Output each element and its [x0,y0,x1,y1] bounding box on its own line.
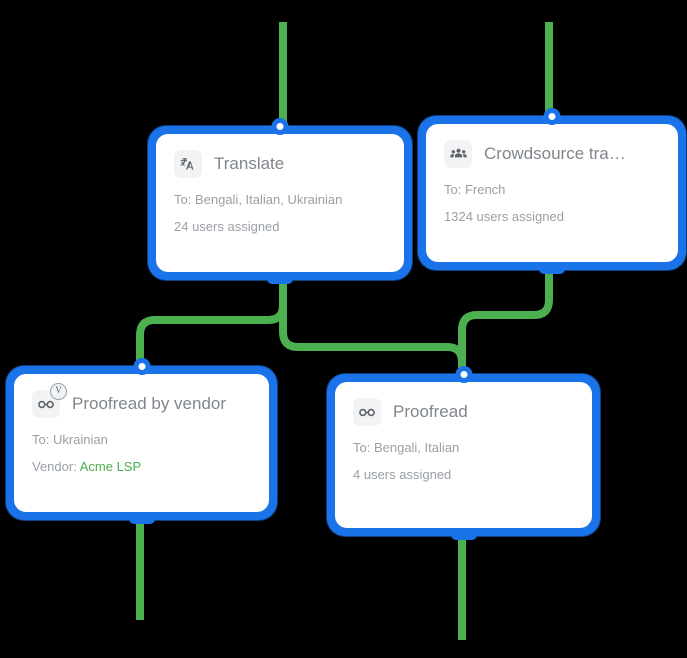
node-proofread-output-port[interactable] [450,530,477,540]
node-crowdsource[interactable]: Crowdsource tra… To: French 1324 users a… [418,108,686,274]
people-group-icon [444,140,472,168]
node-proofread-title: Proofread [393,402,468,421]
node-translate-body[interactable]: Translate To: Bengali, Italian, Ukrainia… [156,134,404,272]
glasses-vendor-icon: V [32,383,67,418]
edge-translate-to-proofread [279,276,466,380]
node-proofread-body[interactable]: Proofread To: Bengali, Italian 4 users a… [335,382,592,528]
node-translate-input-port[interactable] [271,118,289,135]
node-crowdsource-header: Crowdsource tra… [444,140,660,168]
node-translate-title: Translate [214,154,285,173]
node-crowdsource-output-port[interactable] [539,264,565,274]
node-crowdsource-input-port[interactable] [543,108,561,125]
vendor-badge: V [50,383,67,400]
node-proofread-by-vendor-input-port[interactable] [133,358,150,375]
node-proofread-header: Proofread [353,398,574,426]
node-translate-target-languages: To: Bengali, Italian, Ukrainian [174,192,343,207]
node-proofread-by-vendor[interactable]: V Proofread by vendor To: Ukrainian Vend… [6,358,277,524]
node-crowdsource-body[interactable]: Crowdsource tra… To: French 1324 users a… [426,124,678,262]
node-proofread-by-vendor-output-port[interactable] [128,514,155,524]
node-proofread-by-vendor-title: Proofread by vendor [72,394,227,413]
edge-translate-to-vendor [136,276,287,372]
node-translate-output-port[interactable] [267,274,293,284]
edge-crowdsource-to-proofread [458,266,553,380]
node-crowdsource-assignee-count: 1324 users assigned [444,209,564,225]
translate-icon [174,150,202,178]
node-proofread[interactable]: Proofread To: Bengali, Italian 4 users a… [327,366,600,540]
node-proofread-by-vendor-header: V Proofread by vendor [32,383,251,418]
glasses-icon [353,398,381,426]
vendor-value[interactable]: Acme LSP [79,459,142,475]
node-proofread-by-vendor-target-languages: To: Ukrainian [32,432,108,447]
node-proofread-by-vendor-vendor-row: Vendor: Acme LSP [32,459,251,475]
node-crowdsource-target-languages: To: French [444,182,506,197]
node-proofread-by-vendor-body[interactable]: V Proofread by vendor To: Ukrainian Vend… [14,374,269,512]
node-translate-assignee-count: 24 users assigned [174,219,280,235]
node-proofread-target-languages: To: Bengali, Italian [353,440,460,455]
vendor-label: Vendor: [32,459,77,475]
node-translate-header: Translate [174,150,386,178]
node-proofread-input-port[interactable] [455,366,472,383]
node-proofread-assignee-count: 4 users assigned [353,467,452,483]
node-translate[interactable]: Translate To: Bengali, Italian, Ukrainia… [148,118,412,284]
node-crowdsource-title: Crowdsource tra… [484,144,626,163]
